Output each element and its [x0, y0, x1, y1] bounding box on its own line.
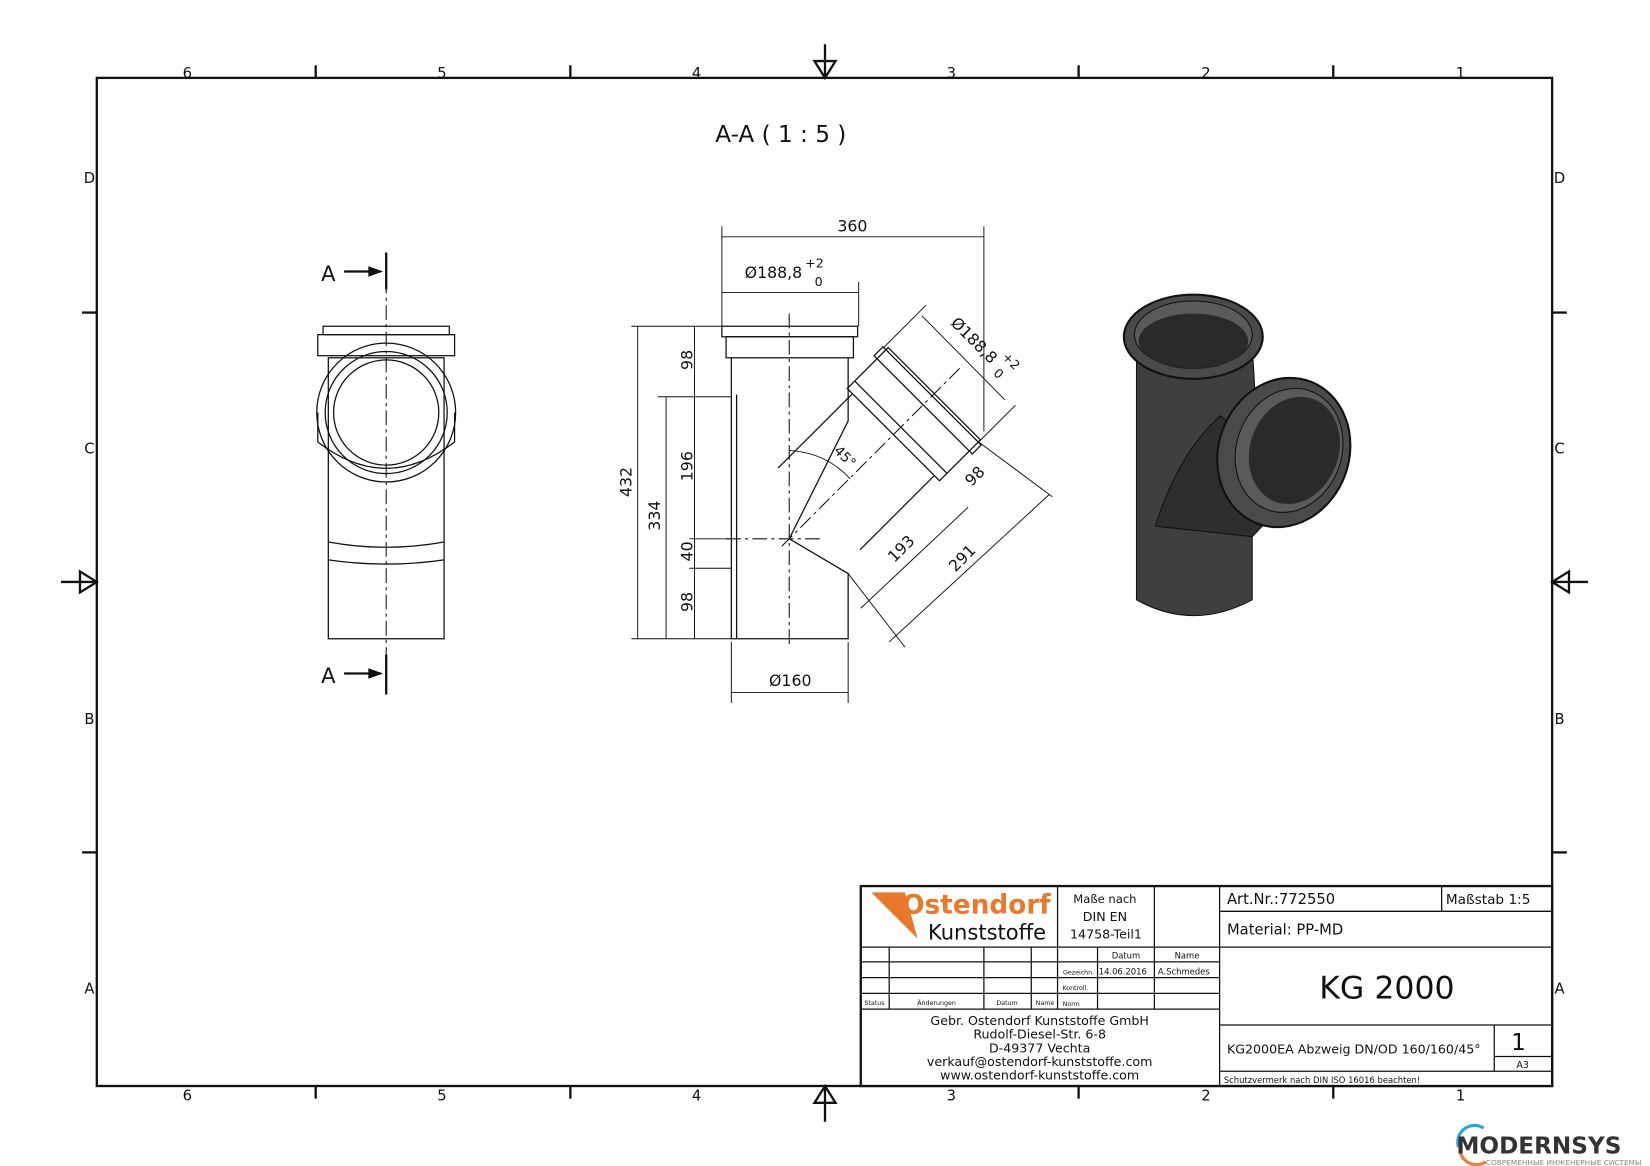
dim-h-40: 40: [677, 541, 696, 561]
row-label: C: [1554, 441, 1564, 458]
row-label: A: [1554, 980, 1564, 997]
centering-marks: [61, 44, 1588, 1122]
company-line: D-49377 Vechta: [989, 1040, 1090, 1055]
ostendorf-logo-icon: [871, 892, 918, 939]
row-label: D: [1554, 170, 1565, 187]
drawn-date: 14.06.2016: [1099, 966, 1147, 976]
row-label: B: [84, 711, 94, 728]
dim-branch-tol-zero: 0: [991, 365, 1007, 381]
company-line: Gebr. Ostendorf Kunststoffe GmbH: [930, 1013, 1148, 1028]
dim-width: 360: [837, 217, 867, 236]
dim-h-432: 432: [616, 467, 635, 497]
dim-h-334: 334: [645, 501, 664, 531]
dim-tol-zero: 0: [815, 274, 823, 289]
dim-branch-291: 291: [945, 541, 980, 576]
product-name: KG 2000: [1319, 971, 1454, 1007]
row-label: C: [84, 441, 94, 458]
col-label: 3: [947, 1088, 956, 1105]
dim-branch-socket-dia: Ø188,8: [947, 313, 1001, 367]
col-label: 1: [1456, 65, 1465, 82]
header-name: Name: [1175, 951, 1200, 961]
col-label: 2: [1201, 1088, 1210, 1105]
drawn-by: A.Schmedes: [1158, 966, 1210, 976]
dim-h-98-bottom: 98: [677, 592, 696, 612]
header-datum: Datum: [1112, 951, 1140, 961]
dim-branch-98: 98: [961, 462, 989, 490]
col-label: 3: [947, 65, 956, 82]
sheet-format: A3: [1516, 1060, 1529, 1071]
label-norm: Norm: [1063, 1001, 1080, 1008]
company-line: www.ostendorf-kunststoffe.com: [940, 1068, 1139, 1083]
grid-ticks: [82, 65, 1567, 1099]
dim-h-196: 196: [677, 451, 696, 481]
row-label: A: [84, 980, 94, 997]
description: KG2000EA Abzweig DN/OD 160/160/45°: [1227, 1041, 1481, 1056]
article-number: Art.Nr.:772550: [1227, 891, 1335, 908]
dim-pipe-dia: Ø160: [769, 671, 812, 690]
col-label: 4: [692, 65, 701, 82]
rev-date: Datum: [996, 1000, 1017, 1007]
col-label: 5: [437, 65, 446, 82]
dim-socket-dia: Ø188,8: [745, 263, 803, 282]
col-label: 6: [183, 1088, 192, 1105]
col-label: 2: [1201, 65, 1210, 82]
rev-status: Status: [864, 1000, 884, 1007]
standard-line: 14758-Teil1: [1070, 927, 1142, 942]
title-block: Ostendorf Kunststoffe Maße nach DIN EN 1…: [859, 884, 1554, 1088]
label-checked: Kontroll.: [1062, 985, 1088, 992]
col-label: 5: [437, 1088, 446, 1105]
section-marker-top: A: [321, 261, 336, 286]
logo-wordmark: Ostendorf: [902, 890, 1051, 920]
standard-line: Maße nach: [1073, 892, 1136, 906]
dimension-lines: [631, 226, 1053, 703]
rev-changes: Änderungen: [917, 998, 956, 1007]
render-3d: [1122, 293, 1352, 617]
row-label: B: [1554, 711, 1564, 728]
scale: Maßstab 1:5: [1446, 892, 1531, 908]
label-drawn: Gezeichn.: [1063, 969, 1094, 976]
watermark-brand: MODERNSYS: [1456, 1133, 1621, 1159]
material: Material: PP-MD: [1227, 921, 1343, 938]
sheet-number: 1: [1511, 1030, 1526, 1056]
col-label: 6: [183, 65, 192, 82]
col-label: 4: [692, 1088, 701, 1105]
col-label: 1: [1456, 1088, 1465, 1105]
dim-h-98-top: 98: [677, 350, 696, 370]
modernsys-watermark: MODERNSYS СОВРЕМЕННЫЕ ИНЖЕНЕРНЫЕ СИСТЕМЫ: [1456, 1123, 1642, 1166]
section-title: A-A ( 1 : 5 ): [715, 122, 846, 148]
dim-tol-plus: +2: [805, 255, 824, 270]
rev-name: Name: [1036, 1000, 1055, 1007]
section-view: 360 Ø188,8 +2 0 98 196 40 98 432 334 45°…: [616, 217, 1053, 703]
watermark-tagline: СОВРЕМЕННЫЕ ИНЖЕНЕРНЫЕ СИСТЕМЫ: [1486, 1158, 1642, 1166]
standard-line: DIN EN: [1083, 909, 1127, 924]
logo-subtitle: Kunststoffe: [928, 920, 1046, 945]
section-marker-bottom: A: [321, 663, 336, 688]
company-line: verkauf@ostendorf-kunststoffe.com: [927, 1054, 1152, 1069]
company-line: Rudolf-Diesel-Str. 6-8: [973, 1027, 1106, 1042]
dim-branch-193: 193: [884, 531, 919, 566]
protection-note: Schutzvermerk nach DIN ISO 16016 beachte…: [1224, 1075, 1420, 1085]
front-view: A A: [316, 252, 457, 695]
row-label: D: [84, 170, 95, 187]
